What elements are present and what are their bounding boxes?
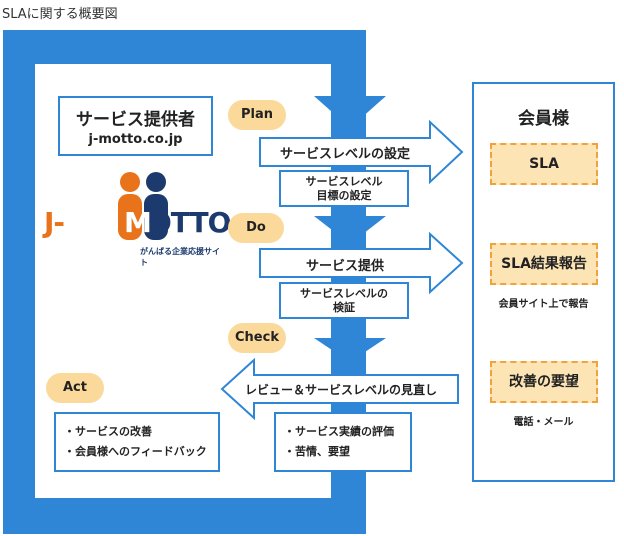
logo-j: J- <box>44 206 65 239</box>
target-line1: サービスレベル <box>305 175 383 188</box>
arrow-label-provide: サービス提供 <box>305 259 384 274</box>
arrow-label-review: レビュー＆サービスレベルの見直し <box>244 383 437 397</box>
down-arrow-3 <box>314 338 386 362</box>
target-setting-box: サービスレベル 目標の設定 <box>279 170 409 207</box>
right-arrow-do <box>259 231 464 295</box>
eval-item: ・サービス実績の評価 <box>284 425 394 438</box>
evaluation-box: ・サービス実績の評価 ・苦情、要望 <box>274 412 412 472</box>
act-item: ・会員様へのフィードバック <box>64 445 207 458</box>
report-note: 会員サイト上で報告 <box>498 299 589 310</box>
members-title: 会員様 <box>518 109 569 129</box>
act-box: ・サービスの改善 ・会員様へのフィードバック <box>54 412 220 472</box>
j-motto-logo: J- M OTTO がんばる企業応援サイト <box>44 170 231 267</box>
down-arrow-1 <box>314 96 386 128</box>
verify-line1: サービスレベルの <box>300 287 388 300</box>
sla-report-box: SLA結果報告 <box>490 243 598 285</box>
target-line2: 目標の設定 <box>316 189 372 202</box>
logo-figures <box>118 172 168 240</box>
request-box: 改善の要望 <box>490 361 598 403</box>
request-note: 電話・メール <box>513 417 574 428</box>
down-arrow-2 <box>314 216 386 244</box>
provider-box: サービス提供者 j-motto.co.jp <box>58 96 213 156</box>
diagram-caption: SLAに関する概要図 <box>2 7 118 22</box>
phase-check: Check <box>228 323 286 353</box>
sla-box: SLA <box>490 143 598 185</box>
right-arrow-plan <box>259 119 464 185</box>
verify-line2: 検証 <box>333 301 355 314</box>
eval-item: ・苦情、要望 <box>284 445 350 458</box>
phase-act: Act <box>46 373 104 403</box>
provider-domain: j-motto.co.jp <box>88 132 183 147</box>
left-arrow-review <box>220 357 459 421</box>
arrow-label-set-level: サービスレベルの設定 <box>279 147 410 162</box>
logo-tagline: がんばる企業応援サイト <box>140 247 220 267</box>
phase-do: Do <box>228 213 284 243</box>
logo-m: M <box>124 206 152 239</box>
act-item: ・サービスの改善 <box>64 425 152 438</box>
verify-box: サービスレベルの 検証 <box>279 282 409 319</box>
provider-title: サービス提供者 <box>76 110 195 130</box>
logo-otto: OTTO <box>148 206 231 239</box>
phase-plan: Plan <box>228 100 286 130</box>
